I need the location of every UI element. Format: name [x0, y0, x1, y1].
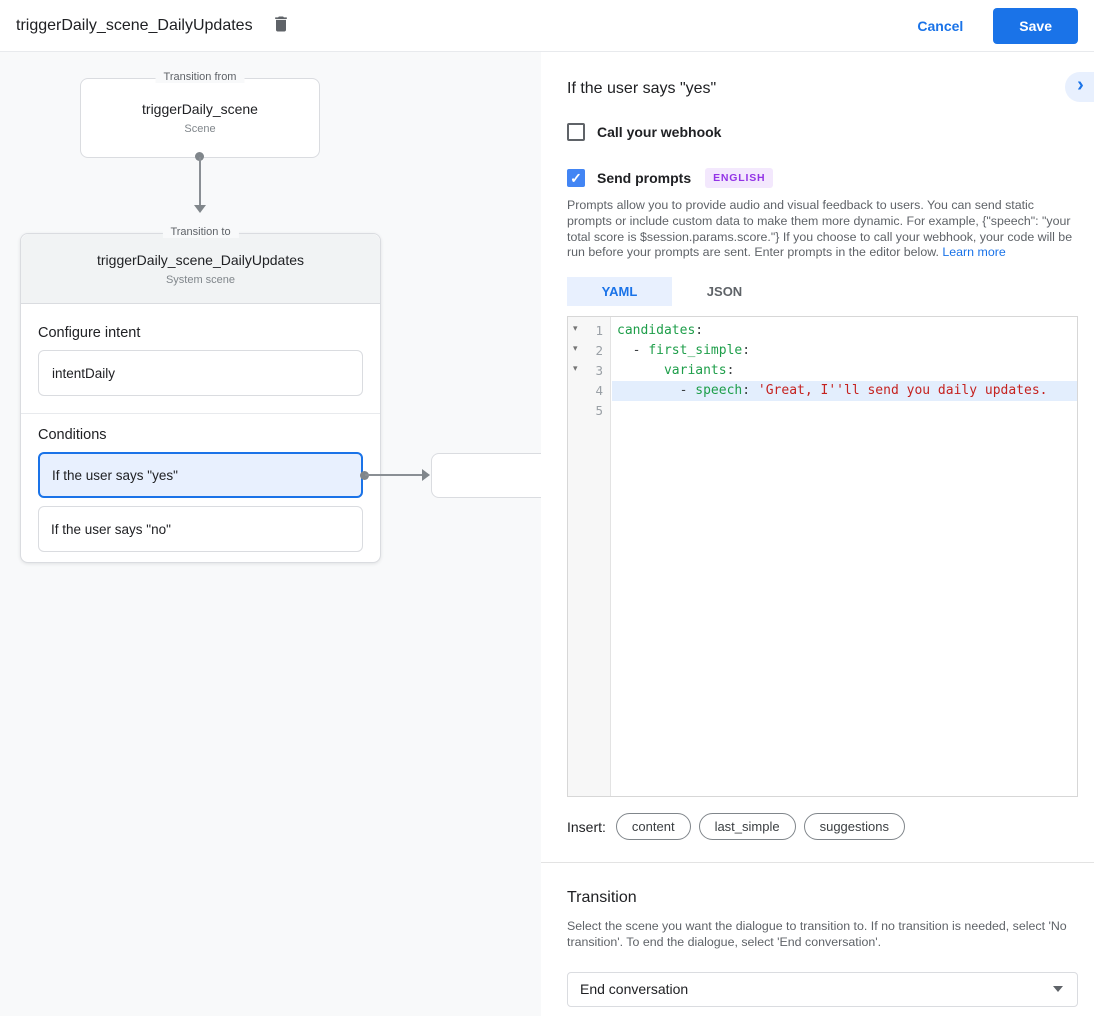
code-text[interactable]: variants:: [612, 361, 1077, 381]
code-text[interactable]: [612, 401, 1077, 421]
transition-from-legend: Transition from: [155, 71, 245, 83]
code-token: candidates: [617, 323, 696, 339]
code-line-1[interactable]: ▾ 1 candidates:: [568, 321, 1077, 341]
learn-more-link[interactable]: Learn more: [942, 245, 1006, 260]
chevron-right-icon: ›: [1077, 74, 1084, 96]
condition-item-yes[interactable]: If the user says "yes": [38, 452, 363, 498]
scene-card-header: triggerDaily_scene_DailyUpdates System s…: [21, 234, 380, 304]
code-token: -: [617, 343, 649, 359]
code-token: speech: [695, 383, 743, 399]
insert-last-simple-button[interactable]: last_simple: [698, 813, 796, 841]
trash-icon: [271, 14, 291, 37]
insert-row: Insert: content last_simple suggestions: [567, 813, 1078, 841]
code-token: [617, 363, 664, 378]
arrow-down-icon: [194, 205, 206, 213]
transition-select-value: End conversation: [580, 981, 689, 998]
send-prompts-checkbox[interactable]: ✓: [567, 169, 585, 187]
check-icon: ✓: [570, 170, 582, 186]
line-number: 5: [595, 403, 603, 419]
code-token: :: [726, 363, 735, 379]
code-text[interactable]: candidates:: [612, 321, 1077, 341]
connector-line-horizontal: [365, 474, 423, 476]
transition-description: Select the scene you want the dialogue t…: [567, 919, 1067, 949]
top-bar: triggerDaily_scene_DailyUpdates Cancel S…: [0, 0, 1094, 52]
condition-target-node[interactable]: [431, 453, 555, 498]
insert-content-button[interactable]: content: [615, 813, 691, 841]
card-divider: [21, 413, 380, 414]
fold-arrow-icon[interactable]: ▾: [573, 363, 578, 374]
code-token: 'Great, I''ll send you daily updates.: [757, 383, 1048, 399]
insert-label: Insert:: [567, 818, 606, 835]
transition-from-node[interactable]: Transition from triggerDaily_scene Scene: [80, 71, 320, 158]
code-token: :: [695, 323, 704, 339]
prompts-description-text: Prompts allow you to provide audio and v…: [567, 198, 1073, 260]
editor-gutter: [568, 317, 611, 797]
fold-arrow-icon[interactable]: ▾: [573, 343, 578, 354]
send-prompts-label: Send prompts: [597, 170, 692, 186]
condition-editor-panel: If the user says "yes" › Call your webho…: [541, 52, 1094, 1016]
section-divider: [541, 862, 1094, 864]
code-token: :: [742, 383, 758, 399]
tab-yaml[interactable]: YAML: [567, 277, 672, 307]
intent-item[interactable]: intentDaily: [38, 350, 363, 396]
code-line-2[interactable]: ▾ 2 - first_simple:: [568, 341, 1077, 361]
configure-intent-label: Configure intent: [38, 325, 141, 341]
from-scene-type: Scene: [184, 123, 216, 135]
code-text[interactable]: - speech: 'Great, I''ll send you daily u…: [612, 381, 1077, 402]
code-token: first_simple: [648, 343, 743, 359]
code-token: :: [742, 343, 751, 359]
scene-card-body: Configure intent intentDaily Conditions …: [21, 325, 380, 552]
to-scene-name: triggerDaily_scene_DailyUpdates: [97, 251, 304, 268]
line-number: 3: [595, 363, 603, 379]
page-title: triggerDaily_scene_DailyUpdates: [16, 16, 253, 34]
tab-json[interactable]: JSON: [706, 284, 743, 300]
gutter-cell: ▾ 1: [568, 321, 612, 341]
fold-arrow-icon[interactable]: ▾: [573, 323, 578, 334]
collapse-panel-button[interactable]: ›: [1065, 72, 1094, 102]
cancel-button[interactable]: Cancel: [917, 17, 964, 34]
gutter-cell: ▾ 3: [568, 361, 612, 381]
gutter-cell: 5: [568, 401, 612, 421]
format-tabs: YAML JSON: [567, 277, 1078, 307]
panel-title: If the user says "yes": [567, 80, 717, 97]
language-badge: ENGLISH: [705, 168, 774, 188]
save-button[interactable]: Save: [993, 7, 1078, 44]
gutter-cell: 4: [568, 381, 612, 401]
webhook-row: Call your webhook: [567, 123, 1078, 141]
delete-scene-button[interactable]: [271, 14, 291, 37]
prompts-description: Prompts allow you to provide audio and v…: [567, 198, 1080, 261]
code-line-3[interactable]: ▾ 3 variants:: [568, 361, 1077, 381]
from-scene-name: triggerDaily_scene: [142, 101, 258, 117]
arrow-right-icon: [422, 469, 430, 481]
line-number: 4: [595, 383, 603, 399]
code-line-5[interactable]: 5: [568, 401, 1077, 421]
code-lines: ▾ 1 candidates: ▾ 2 - first_simple: ▾: [568, 317, 1077, 421]
insert-suggestions-button[interactable]: suggestions: [803, 813, 905, 841]
connector-line-vertical: [199, 157, 201, 207]
to-scene-type: System scene: [165, 273, 236, 286]
scene-flow-canvas[interactable]: Transition from triggerDaily_scene Scene…: [0, 52, 555, 1016]
connector-dot: [360, 471, 369, 480]
line-number: 1: [595, 323, 603, 339]
conditions-label: Conditions: [38, 427, 107, 443]
send-prompts-row: ✓ Send prompts ENGLISH: [567, 168, 1078, 188]
code-token: -: [617, 383, 696, 399]
transition-to-card: Transition to triggerDaily_scene_DailyUp…: [20, 226, 381, 563]
yaml-code-editor[interactable]: ▾ 1 candidates: ▾ 2 - first_simple: ▾: [567, 316, 1078, 798]
code-text[interactable]: - first_simple:: [612, 341, 1077, 361]
connector-dot: [195, 152, 204, 161]
gutter-cell: ▾ 2: [568, 341, 612, 361]
condition-item-no[interactable]: If the user says "no": [38, 506, 363, 552]
code-line-4[interactable]: 4 - speech: 'Great, I''ll send you daily…: [568, 381, 1077, 402]
transition-select[interactable]: End conversation: [567, 971, 1078, 1007]
transition-heading: Transition: [567, 889, 637, 907]
code-token: variants: [663, 363, 727, 379]
caret-down-icon: [1053, 986, 1063, 993]
call-webhook-checkbox[interactable]: [567, 123, 585, 141]
line-number: 2: [595, 343, 603, 359]
transition-to-legend: Transition to: [162, 226, 239, 238]
call-webhook-label: Call your webhook: [597, 124, 722, 140]
